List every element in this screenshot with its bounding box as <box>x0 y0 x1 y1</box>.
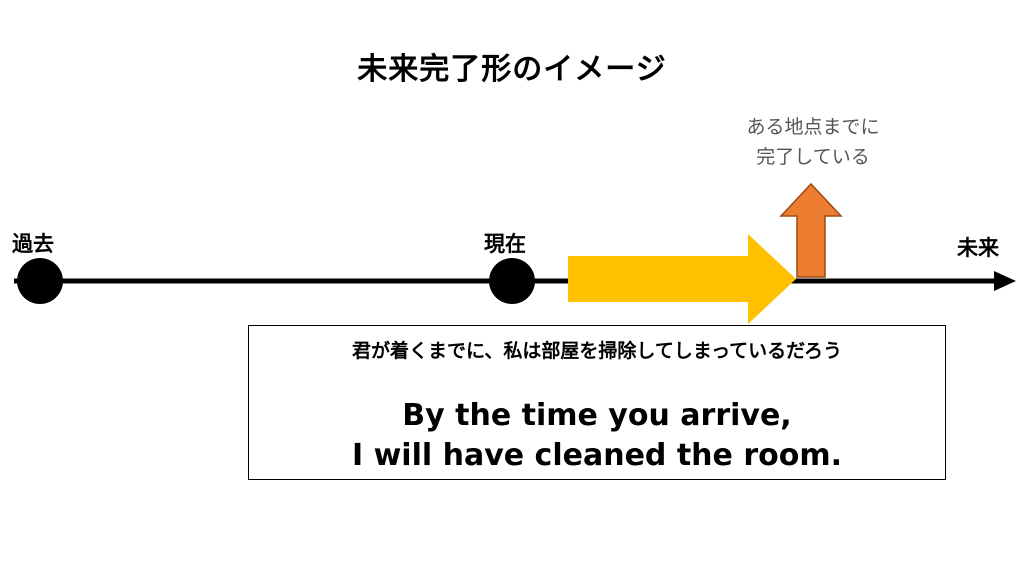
present-point <box>489 258 535 304</box>
past-point <box>17 258 63 304</box>
present-label: 現在 <box>484 232 526 256</box>
completion-note-line1: ある地点までに <box>746 116 880 138</box>
completion-note-line2: 完了している <box>756 146 870 168</box>
example-sentence-box: 君が着くまでに、私は部屋を掃除してしまっているだろう By the time y… <box>248 325 946 480</box>
timeline-arrowhead <box>994 271 1016 291</box>
example-english-line2: I will have cleaned the room. <box>351 438 842 473</box>
completion-up-arrow <box>779 182 843 278</box>
example-english: By the time you arrive, I will have clea… <box>249 396 945 476</box>
diagram-title: 未来完了形のイメージ <box>357 52 667 87</box>
example-japanese: 君が着くまでに、私は部屋を掃除してしまっているだろう <box>351 340 842 362</box>
progress-arrow <box>568 234 796 324</box>
example-english-line1: By the time you arrive, <box>402 398 792 433</box>
past-label: 過去 <box>12 232 54 256</box>
completion-note: ある地点までに 完了している <box>700 112 926 172</box>
future-label: 未来 <box>957 236 999 260</box>
